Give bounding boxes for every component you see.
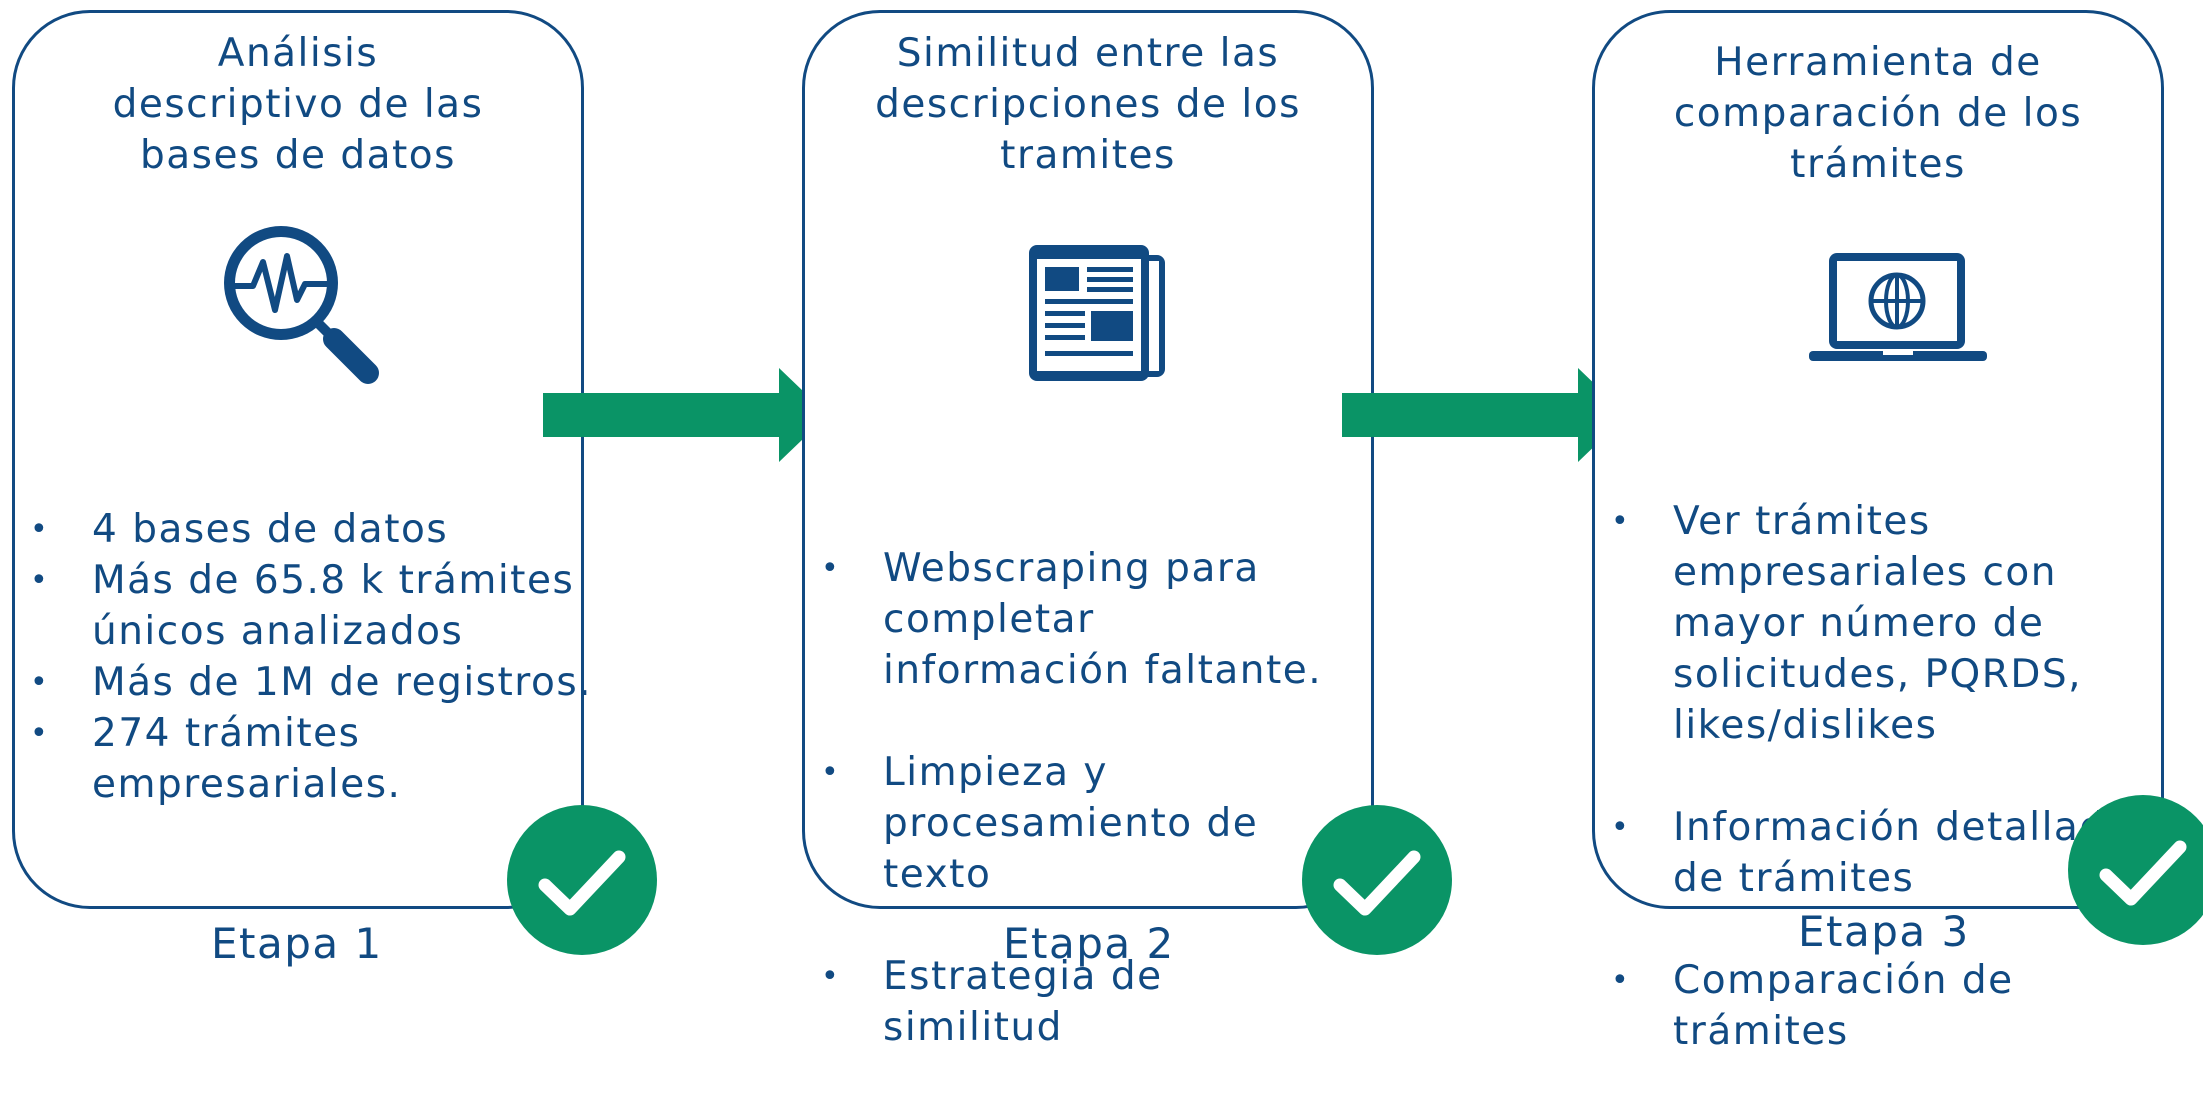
stage-1-bullet-text: Más de 65.8 k trámites únicos analizados <box>92 558 575 654</box>
magnifier-pulse-icon <box>215 218 395 402</box>
stage-2-bullets: Webscraping para completar información f… <box>821 492 1322 1104</box>
stage-3-bullet-text: Ver trámites empresariales con mayor núm… <box>1673 499 2082 748</box>
stage-2-bullet-text: Limpieza y procesamiento de texto <box>883 750 1259 897</box>
stage-3-bullet: Comparación de trámites <box>1611 955 2131 1057</box>
stage-2-label: Etapa 2 <box>1003 919 1175 968</box>
stage-1-title-line: descriptivo de las <box>112 82 484 127</box>
arrow-right-icon <box>1342 368 1627 462</box>
stage-1-title: Análisis descriptivo de las bases de dat… <box>15 28 581 181</box>
stage-2-title-line: Similitud entre las <box>896 31 1280 76</box>
check-icon <box>2099 840 2187 906</box>
stage-1-bullet-text: 274 trámites empresariales. <box>92 711 402 807</box>
stage-2-bullet-text: Estrategia de similitud <box>883 954 1163 1050</box>
check-icon <box>538 850 626 916</box>
stage-2-bullet-text: Webscraping para completar información f… <box>883 546 1323 693</box>
stage-1-title-line: bases de datos <box>140 133 456 178</box>
stage-2-title-line: descripciones de los <box>875 82 1301 127</box>
stage-1-title-line: Análisis <box>217 31 379 76</box>
newspaper-icon <box>1025 233 1175 387</box>
stage-1-bullet: 4 bases de datos <box>30 504 592 555</box>
stage-1-bullet: Más de 1M de registros. <box>30 657 592 708</box>
stage-1-check-badge <box>507 805 657 955</box>
stage-3-title: Herramienta de comparación de los trámit… <box>1595 37 2161 190</box>
stage-1-bullet-text: 4 bases de datos <box>92 507 449 552</box>
stage-2-title-line: tramites <box>1000 133 1176 178</box>
stage-3-bullets: Ver trámites empresariales con mayor núm… <box>1611 445 2131 1108</box>
stage-2-bullet: Limpieza y procesamiento de texto <box>821 747 1322 900</box>
stage-3-label: Etapa 3 <box>1798 907 1970 956</box>
stage-1-bullets: 4 bases de datos Más de 65.8 k trámites … <box>30 504 592 810</box>
stage-2-check-badge <box>1302 805 1452 955</box>
check-icon <box>1333 850 1421 916</box>
stage-3-title-line: comparación de los <box>1673 91 2083 136</box>
stage-3-bullet-text: Información detallada de trámites <box>1673 805 2131 901</box>
stage-3-check-badge <box>2068 795 2203 945</box>
stage-3-bullet-text: Comparación de trámites <box>1673 958 2014 1054</box>
stage-1-bullet: Más de 65.8 k trámites únicos analizados <box>30 555 592 657</box>
stage-3-card: Herramienta de comparación de los trámit… <box>1592 10 2164 909</box>
stage-3-bullet: Ver trámites empresariales con mayor núm… <box>1611 496 2131 751</box>
stage-3-bullet: Información detallada de trámites <box>1611 802 2131 904</box>
stage-1-label: Etapa 1 <box>211 919 383 968</box>
stage-1-bullet-text: Más de 1M de registros. <box>92 660 593 705</box>
stage-2-bullet: Webscraping para completar información f… <box>821 543 1322 696</box>
laptop-globe-icon <box>1805 245 1991 379</box>
stage-3-title-line: Herramienta de <box>1714 40 2042 85</box>
stage-2-title: Similitud entre las descripciones de los… <box>805 28 1371 181</box>
stage-3-title-line: trámites <box>1790 142 1966 187</box>
arrow-right-icon <box>543 368 828 462</box>
stage-1-bullet: 274 trámites empresariales. <box>30 708 592 810</box>
